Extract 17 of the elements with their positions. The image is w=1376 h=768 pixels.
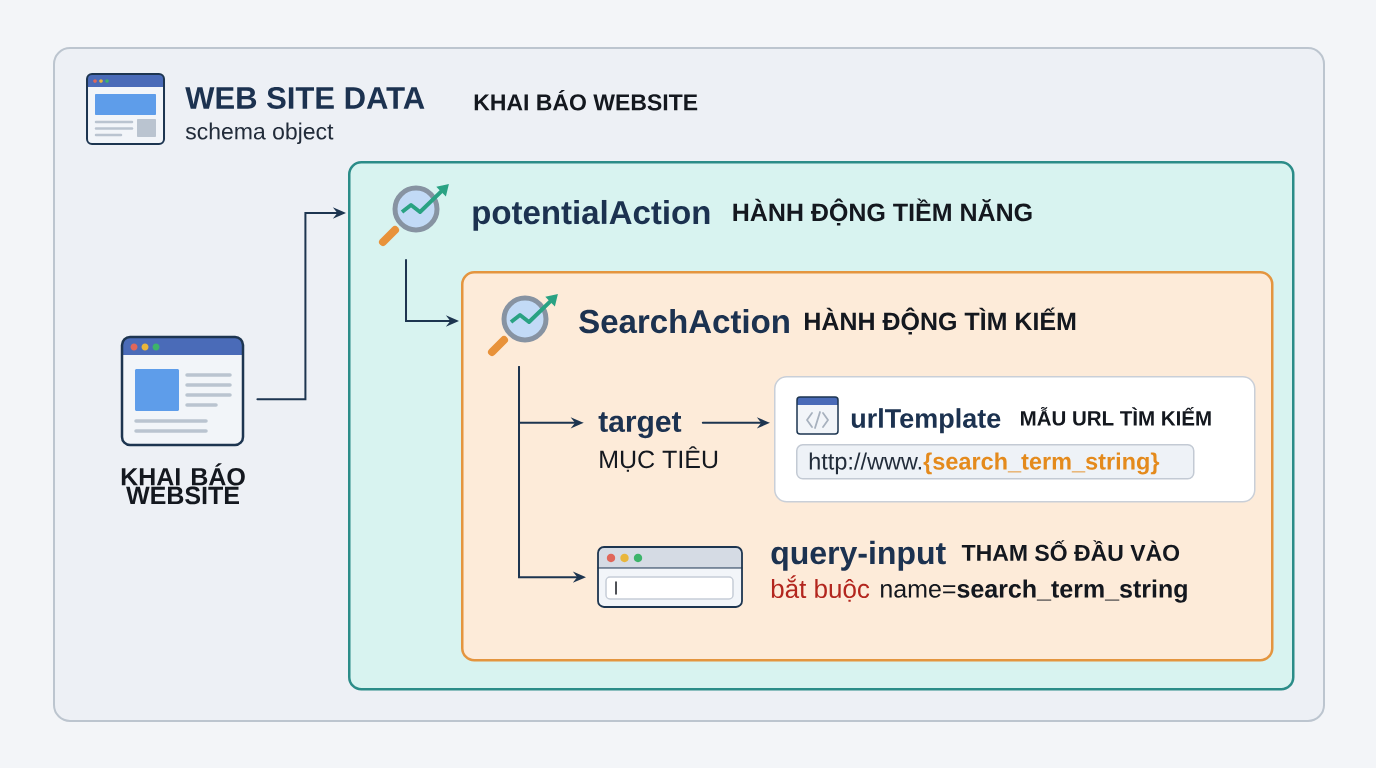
url-field: http://www.{search_term_string} <box>796 444 1195 480</box>
node-label: MỤC TIÊU <box>600 446 718 472</box>
panel-title: WEB SITE DATA <box>185 87 425 109</box>
field-label: THAM SỐ ĐẦU VÀO <box>961 540 1180 561</box>
panel-title: potentialAction <box>473 199 710 231</box>
panel-title: SearchAction <box>579 308 789 334</box>
panel-heading: KHAI BÁO WEBSITE <box>474 89 698 111</box>
panel-label: HÀNH ĐỘNG TÌM KIẾM <box>805 307 1076 335</box>
panel-label: HÀNH ĐỘNG TIỀM NĂNG <box>733 198 1032 226</box>
field-title: query-input <box>771 540 946 571</box>
picture-caption: KHAI BÁO WEBSITE <box>121 463 245 505</box>
node-title: target <box>598 412 682 439</box>
required-label: bắt buộc <box>771 575 870 602</box>
card-label: MẪU URL TÌM KIẾM <box>1021 407 1211 426</box>
card-title: urlTemplate <box>851 408 1001 434</box>
panel-subtitle: schema object <box>185 122 334 145</box>
parameter-text: name=search_term_string <box>881 579 1187 603</box>
